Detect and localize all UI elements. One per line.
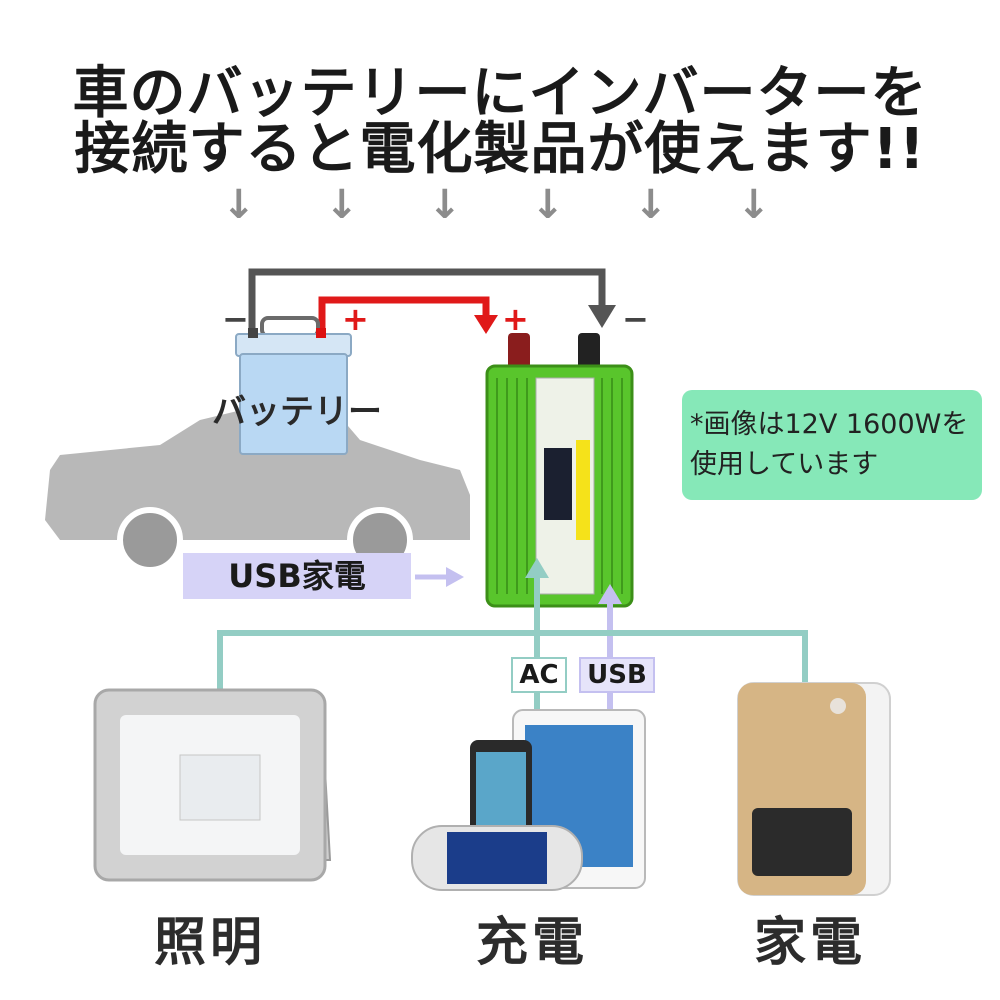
game-console-screen bbox=[447, 832, 547, 884]
inverter-terminal-negative bbox=[578, 333, 600, 369]
down-arrow-icon: ↓ bbox=[428, 182, 462, 228]
battery-minus-sign: − bbox=[222, 300, 249, 338]
headline-line-1: 車のバッテリーにインバーターを bbox=[72, 61, 928, 126]
heater-sensor bbox=[830, 698, 846, 714]
ac-label: AC bbox=[511, 657, 567, 693]
inverter-fins bbox=[496, 378, 623, 594]
appliance-label: 家電 bbox=[753, 913, 866, 973]
usb-appliance-arrowhead bbox=[446, 567, 464, 587]
positive-wire bbox=[318, 296, 490, 335]
positive-wire-arrowhead bbox=[474, 315, 498, 334]
usb-label: USB bbox=[579, 657, 655, 693]
battery-label: バッテリー bbox=[212, 392, 382, 432]
heater-grille bbox=[752, 808, 852, 876]
inverter-plus-sign: + bbox=[502, 300, 529, 338]
battery-terminal-negative bbox=[248, 328, 258, 338]
usb-line-arrowhead bbox=[598, 584, 622, 604]
note-line-1: *画像は12V 1600Wを bbox=[690, 409, 969, 440]
lighting-label: 照明 bbox=[153, 913, 266, 973]
down-arrow-icon: ↓ bbox=[325, 182, 359, 228]
inverter-display bbox=[544, 448, 572, 520]
distribution-line bbox=[217, 630, 808, 720]
down-arrow-icon: ↓ bbox=[531, 182, 565, 228]
down-arrow-icon: ↓ bbox=[737, 182, 771, 228]
battery-plus-sign: + bbox=[342, 300, 369, 338]
negative-wire-arrowhead bbox=[588, 305, 616, 328]
inverter-minus-sign: − bbox=[622, 300, 649, 338]
floodlight-led-array bbox=[179, 754, 261, 821]
usb-appliance-tag: USB家電 bbox=[183, 553, 411, 599]
ac-line-arrowhead bbox=[525, 558, 549, 578]
car-silhouette bbox=[45, 405, 470, 540]
car-wheel-front bbox=[117, 507, 183, 573]
note-box: *画像は12V 1600Wを 使用しています bbox=[682, 390, 982, 500]
negative-wire bbox=[248, 268, 606, 330]
smartphone-screen bbox=[476, 752, 526, 838]
down-arrow-icon: ↓ bbox=[634, 182, 668, 228]
inverter-sticker bbox=[576, 440, 590, 540]
charging-label: 充電 bbox=[475, 913, 588, 973]
battery-body bbox=[239, 353, 348, 455]
down-arrow-icon: ↓ bbox=[222, 182, 256, 228]
battery-terminal-positive bbox=[316, 328, 326, 338]
inverter-terminal-positive bbox=[508, 333, 530, 369]
note-line-2: 使用しています bbox=[690, 449, 879, 480]
headline-line-2: 接続すると電化製品が使えます!! bbox=[74, 117, 926, 182]
